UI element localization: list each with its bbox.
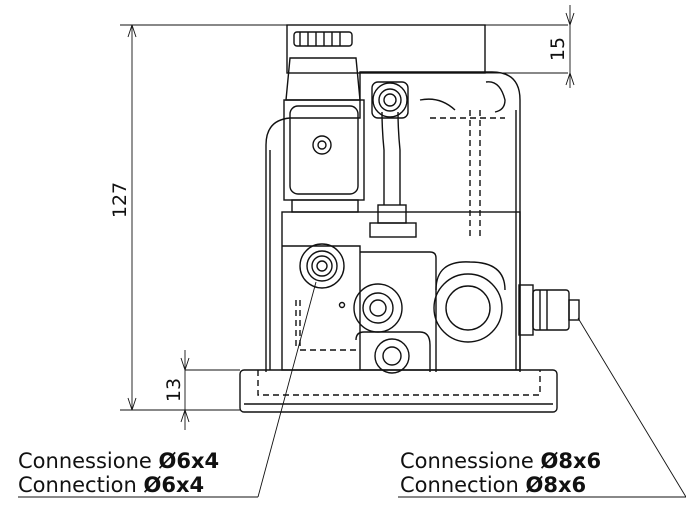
dimension-127-label: 127 — [109, 182, 131, 218]
callout-left-en: Connection Ø6x4 — [18, 473, 205, 497]
fitting-8x6 — [518, 284, 580, 336]
dimension-13 — [180, 350, 240, 430]
solenoid-coil — [283, 31, 365, 213]
fitting-6x4 — [299, 243, 346, 309]
callout-right-it: Connessione Ø8x6 — [400, 449, 602, 473]
dimension-15 — [565, 5, 575, 88]
leader-right — [398, 317, 686, 498]
dimension-13-label: 13 — [163, 378, 185, 402]
top-plate — [286, 24, 568, 74]
dimension-127 — [120, 24, 287, 411]
manifold-block — [281, 211, 521, 372]
callout-left: Connessione Ø6x4 Connection Ø6x4 — [18, 449, 219, 497]
callout-left-it: Connessione Ø6x4 — [18, 449, 220, 473]
pneumatic-tube — [369, 81, 417, 238]
base-flange — [239, 369, 558, 413]
right-port — [433, 273, 503, 343]
callout-right: Connessione Ø8x6 Connection Ø8x6 — [400, 449, 601, 497]
leader-left — [18, 281, 317, 498]
valve-body — [265, 71, 521, 372]
center-port — [353, 283, 431, 374]
callout-right-en: Connection Ø8x6 — [400, 473, 587, 497]
dimension-15-label: 15 — [547, 37, 569, 61]
